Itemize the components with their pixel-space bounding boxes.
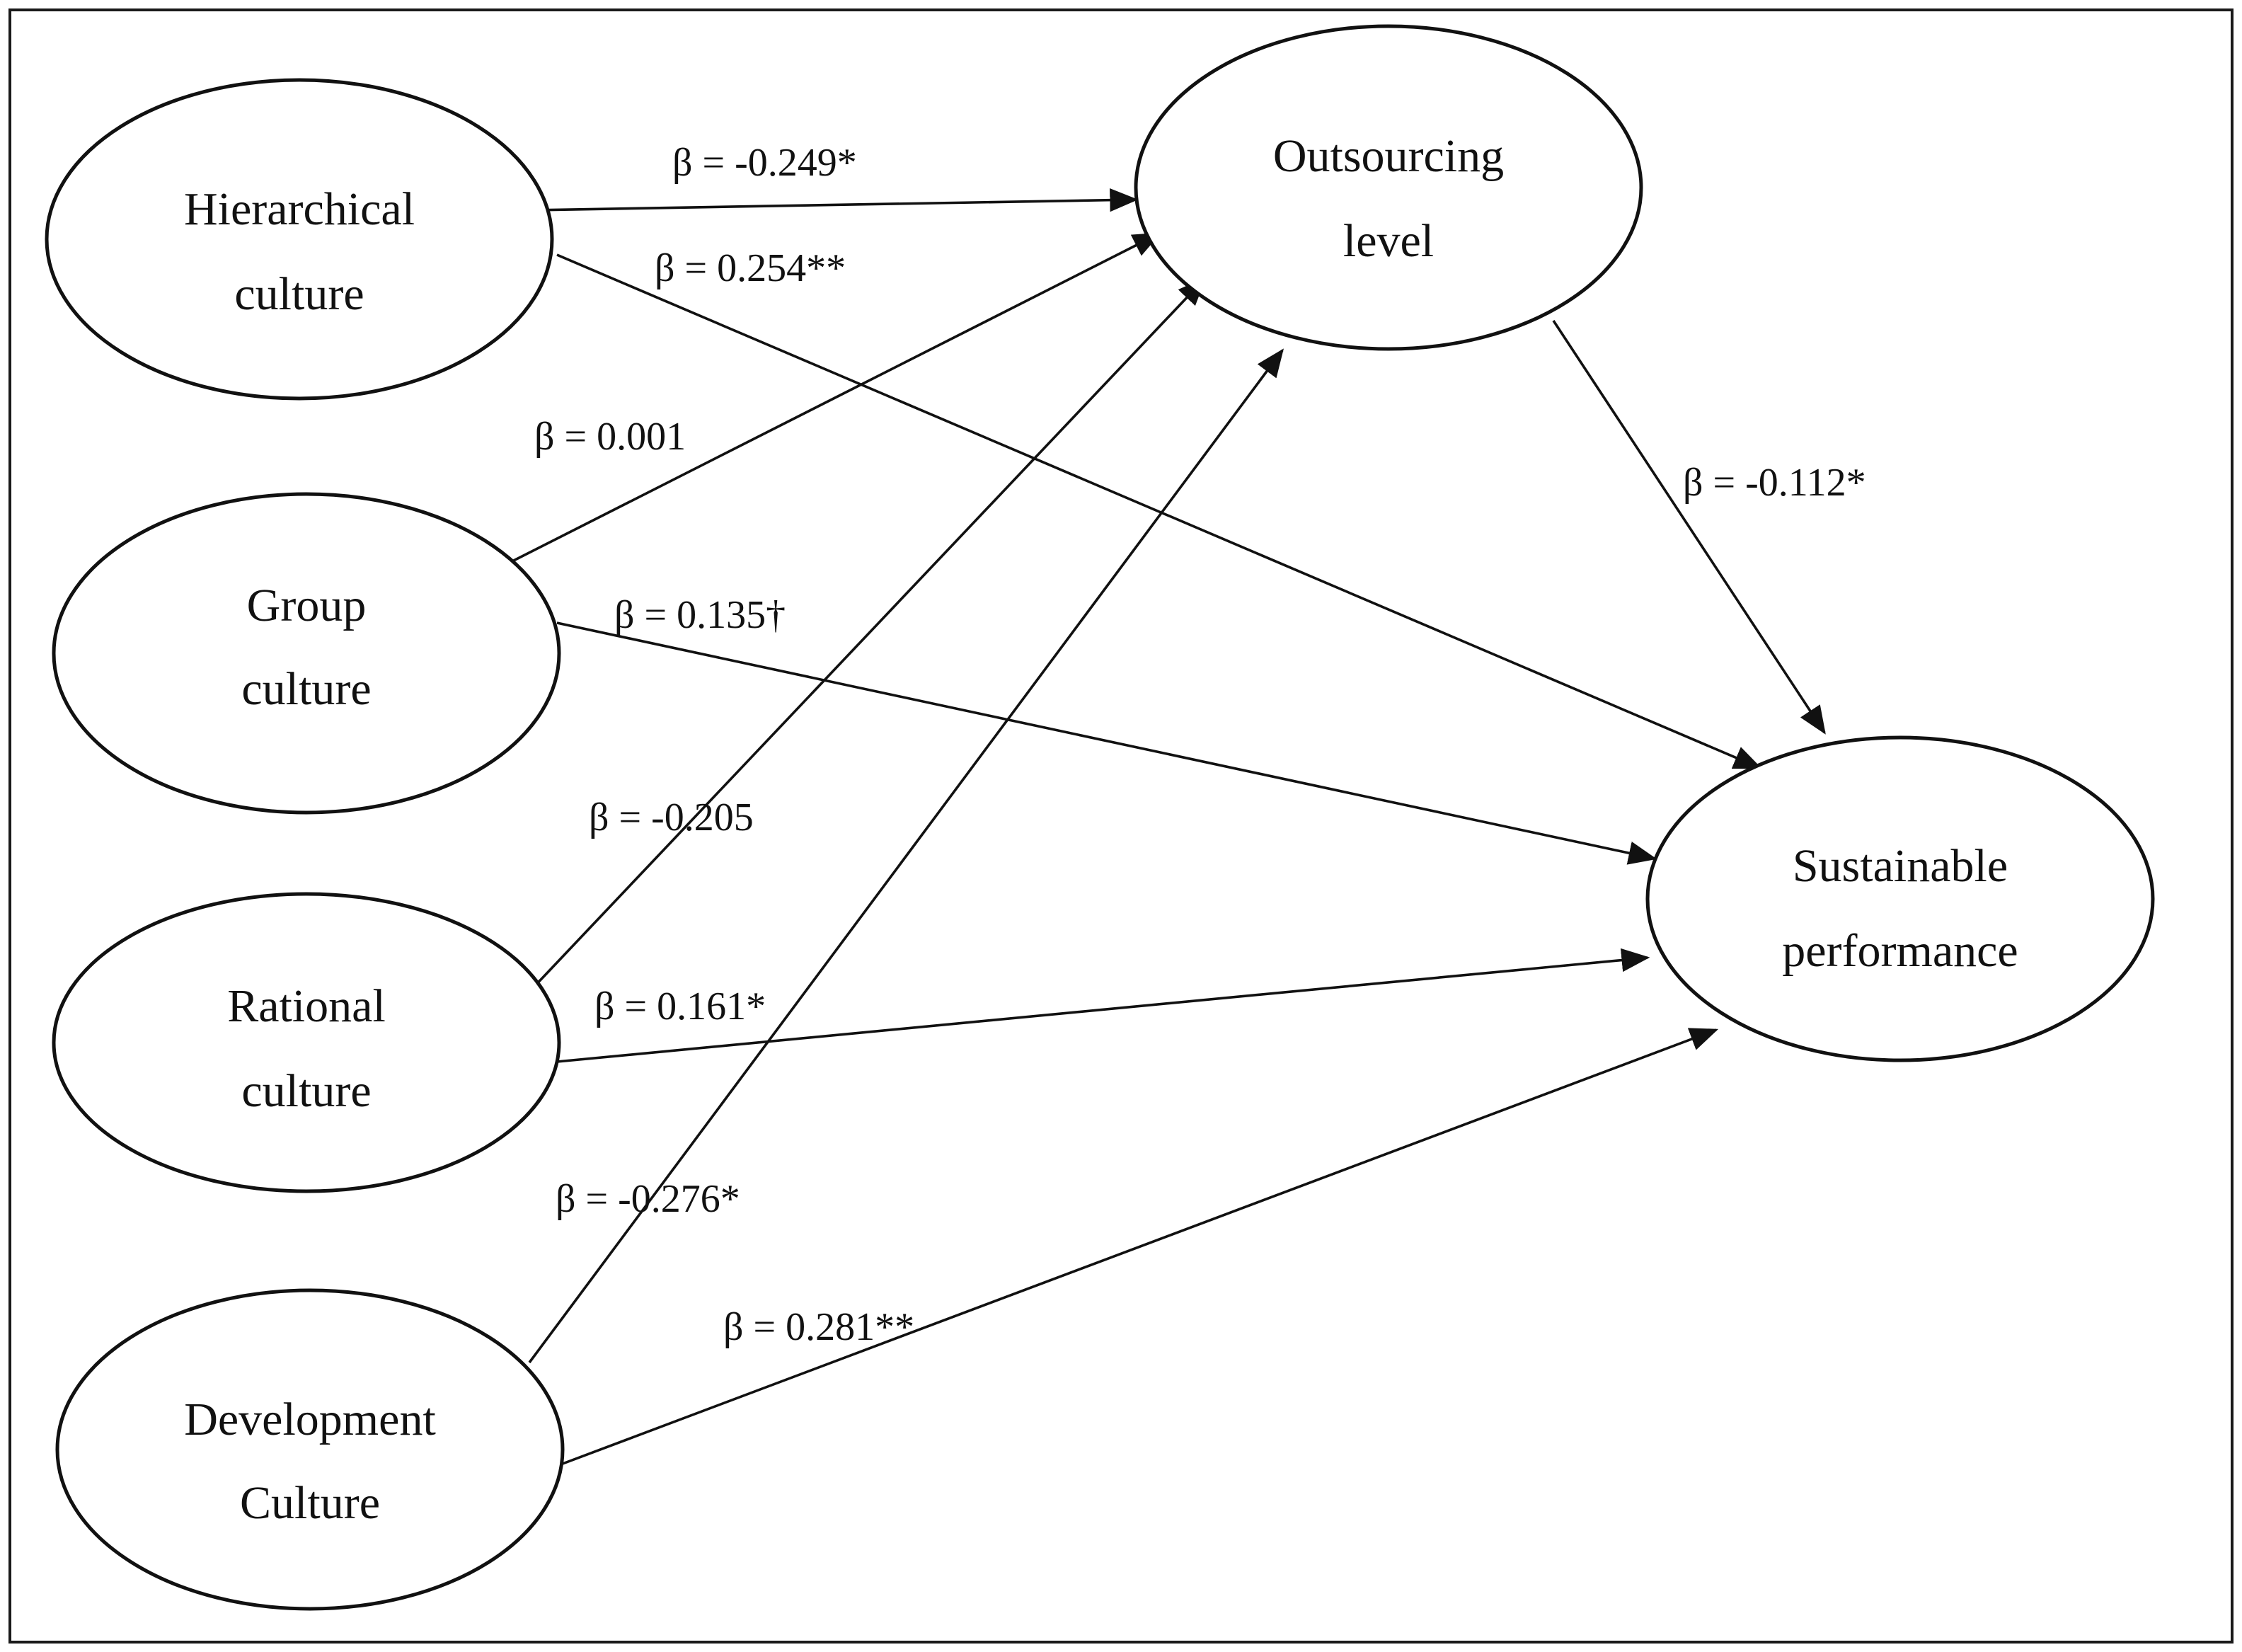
edge-group-to-sustainable: [556, 621, 1657, 865]
node-sustainable-line2: performance: [1782, 925, 2018, 977]
edge-development-to-sustainable: [556, 1028, 1719, 1467]
label-rational-to-outsourcing: β = -0.205: [589, 796, 754, 839]
edge-rational-to-outsourcing: [529, 277, 1207, 992]
edge-development-to-outsourcing: [528, 348, 1284, 1364]
label-hierarchical-to-outsourcing: β = -0.249*: [672, 141, 857, 185]
edge-hierarchical-to-outsourcing: [530, 188, 1139, 212]
label-group-to-sustainable: β = 0.135†: [614, 593, 786, 637]
node-development-line2: Culture: [240, 1477, 380, 1529]
node-group-ellipse: [52, 492, 561, 815]
node-rational-culture: Rational culture: [52, 892, 561, 1193]
label-group-to-outsourcing: β = 0.001: [534, 415, 686, 459]
label-rational-to-sustainable: β = 0.161*: [594, 985, 766, 1028]
edge-labels: β = -0.249* β = 0.254** β = 0.001 β = 0.…: [534, 141, 1866, 1349]
node-rational-ellipse: [52, 892, 561, 1193]
label-development-to-sustainable: β = 0.281**: [723, 1305, 914, 1349]
label-outsourcing-to-sustainable: β = -0.112*: [1683, 461, 1866, 505]
edge-group-to-outsourcing: [500, 232, 1161, 568]
node-group-line2: culture: [241, 663, 371, 715]
node-outsourcing-line2: level: [1343, 215, 1434, 267]
node-outsourcing-level: Outsourcing level: [1134, 24, 1643, 351]
node-outsourcing-line1: Outsourcing: [1273, 130, 1504, 182]
edge-outsourcing-to-sustainable: [1552, 320, 1826, 735]
node-hierarchical-culture: Hierarchical culture: [45, 78, 554, 401]
node-outsourcing-ellipse: [1134, 24, 1643, 351]
node-development-culture: Development Culture: [55, 1288, 565, 1611]
node-group-culture: Group culture: [52, 492, 561, 815]
label-development-to-outsourcing: β = -0.276*: [556, 1177, 740, 1221]
node-development-ellipse: [55, 1288, 565, 1611]
edge-rational-to-sustainable: [556, 948, 1650, 1063]
node-hierarchical-line2: culture: [234, 268, 364, 320]
node-development-line1: Development: [184, 1394, 436, 1445]
node-hierarchical-ellipse: [45, 78, 554, 401]
node-rational-line2: culture: [241, 1065, 371, 1117]
node-rational-line1: Rational: [227, 980, 386, 1032]
node-sustainable-ellipse: [1645, 735, 2155, 1062]
node-hierarchical-line1: Hierarchical: [184, 183, 415, 235]
node-sustainable-line1: Sustainable: [1793, 840, 2008, 892]
edges: [500, 188, 1826, 1467]
node-group-line1: Group: [247, 580, 367, 631]
label-hierarchical-to-sustainable: β = 0.254**: [655, 246, 846, 290]
node-sustainable-performance: Sustainable performance: [1645, 735, 2155, 1062]
edge-hierarchical-to-sustainable: [556, 253, 1763, 769]
